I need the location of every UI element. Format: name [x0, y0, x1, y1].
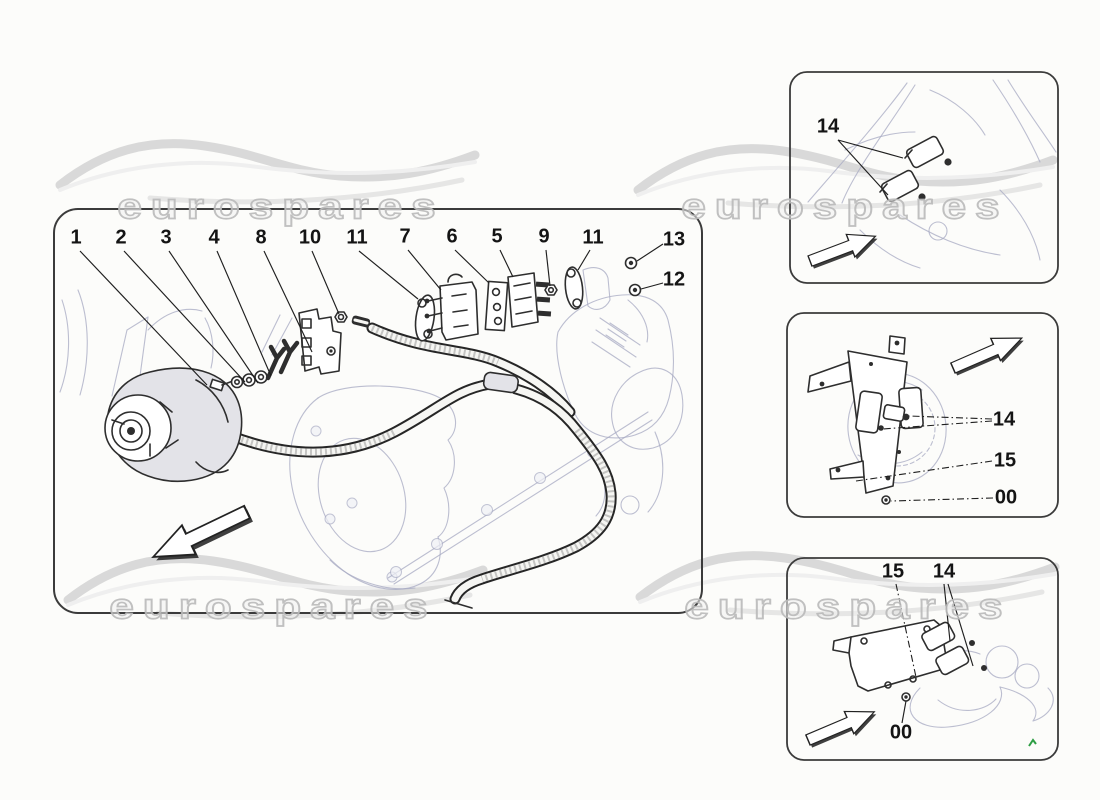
main-panel-frame: [53, 208, 703, 614]
callout-10: 10: [298, 226, 322, 249]
callout-8: 8: [255, 226, 267, 249]
green-mark: [1028, 738, 1037, 747]
inset3-leader-lines: [895, 583, 974, 724]
inset2-direction-arrow: [949, 337, 1024, 376]
terminal-block-5: [507, 272, 552, 328]
callout-13: 13: [662, 228, 686, 251]
callout-1: 1: [70, 226, 82, 249]
link-bracket-11b: [564, 266, 584, 310]
fork-terminals: [265, 338, 300, 381]
ring-terminals: [230, 370, 268, 389]
callout-3: 3: [160, 226, 172, 249]
cable-end: [444, 599, 473, 609]
inset3-plate-art: [832, 619, 1054, 747]
inset3-direction-arrow: [804, 710, 877, 748]
callout-5: 5: [491, 225, 503, 248]
inset3-callout-14: 14: [932, 560, 956, 583]
inset2-leader-lines: [855, 415, 994, 502]
alternator-terminal-stud: [209, 378, 225, 392]
callout-12: 12: [662, 268, 686, 291]
inset2-callout-14: 14: [992, 408, 1016, 431]
cable-lug: [351, 315, 371, 328]
callout-11-b: 11: [582, 226, 604, 249]
cable-sleeve: [482, 371, 519, 394]
main-leader-lines: [79, 243, 664, 386]
inset1-relays: [879, 135, 952, 203]
inset-panel-2-frame: [786, 312, 1059, 518]
callout-7: 7: [399, 225, 411, 248]
nut-9: [544, 284, 558, 296]
inset-panel-1-frame: [789, 71, 1059, 284]
callout-11-a: 11: [346, 226, 368, 249]
inset1-chassis-art: [807, 79, 1057, 269]
connector-holder-7: [424, 273, 479, 341]
alternator: [104, 367, 243, 482]
view-direction-arrow: [151, 504, 253, 561]
fuse-bracket: [298, 308, 342, 375]
callout-6: 6: [446, 225, 458, 248]
nut-13: [624, 256, 638, 270]
inset1-callout-14: 14: [816, 115, 840, 138]
inset3-callout-15: 15: [881, 560, 905, 583]
inset1-direction-arrow: [807, 233, 878, 269]
watermark-swoosh-icon: [55, 139, 480, 205]
inset2-callout-15: 15: [993, 449, 1017, 472]
callout-2: 2: [115, 226, 127, 249]
inset1-leader-lines: [837, 139, 904, 196]
inset2-callout-00: 00: [994, 486, 1018, 509]
callout-9: 9: [538, 225, 550, 248]
callout-4: 4: [208, 226, 220, 249]
nut-12: [628, 283, 642, 297]
inset-panel-3-frame: [786, 557, 1059, 761]
battery-cables: [226, 322, 617, 609]
watermark-swoosh-icon: [638, 149, 1053, 207]
nut-10: [334, 311, 348, 323]
terminal-plate-6: [484, 280, 509, 332]
inset2-bracket-art: [807, 335, 947, 505]
inset3-callout-00: 00: [889, 721, 913, 744]
